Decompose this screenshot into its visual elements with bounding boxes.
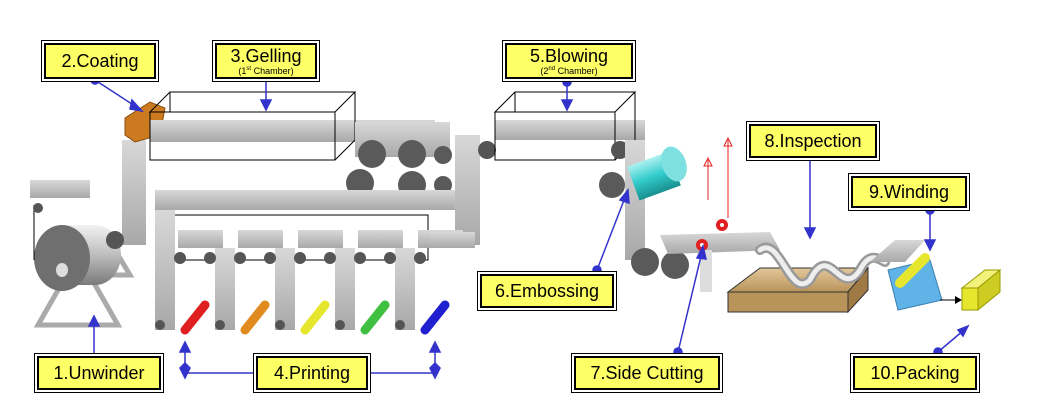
label-connectors [87,75,970,380]
blowing-label: 5.Blowing (2nd Chamber) [505,43,633,79]
unwinder-machine [30,180,135,328]
cutting-conveyor [660,136,780,292]
belt-roller [106,231,124,249]
gelling-label-text: 3.Gelling [230,45,302,66]
blowing-chamber [493,91,645,161]
winder-unit [870,240,962,311]
transfer-belt [430,232,475,248]
inspection-table [726,242,890,314]
embossing-unit [599,140,689,279]
belt-riser [122,140,146,245]
gelling-rollers [346,122,496,245]
side-cutting-label-text: 7.Side Cutting [590,363,704,383]
embossing-label-text: 6.Embossing [494,281,600,301]
embossing-label: 6.Embossing [480,274,614,308]
winding-label: 9.Winding [851,176,967,208]
printing-label-text: 4.Printing [273,363,351,383]
winding-label-text: 9.Winding [868,182,950,202]
gelling-label: 3.Gelling (1st Chamber) [215,43,317,79]
packing-label-text: 10.Packing [870,363,960,383]
side-cutting-label: 7.Side Cutting [574,356,720,390]
coating-label-text: 2.Coating [61,51,139,71]
blowing-label-text: 5.Blowing [529,45,609,66]
gelling-label-subtitle: (1st Chamber) [238,65,294,76]
coating-label: 2.Coating [44,43,156,79]
blowing-label-subtitle: (2nd Chamber) [540,65,598,76]
package-box [960,268,1002,312]
inspection-label: 8.Inspection [749,124,877,158]
inspection-label-text: 8.Inspection [764,131,862,151]
printing-label: 4.Printing [256,356,368,390]
unwinder-label-text: 1.Unwinder [53,363,145,383]
return-belt [155,190,455,210]
printing-units [155,210,463,335]
packing-label: 10.Packing [853,356,977,390]
unwinder-label: 1.Unwinder [37,356,161,390]
